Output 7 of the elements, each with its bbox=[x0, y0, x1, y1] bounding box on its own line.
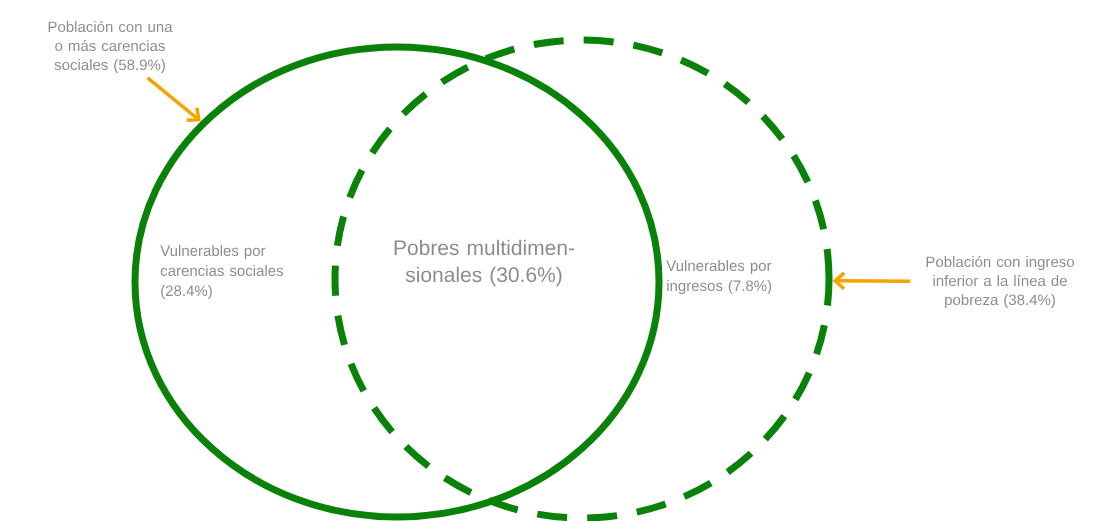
region-label: Vulnerables por carencias sociales (28.4%) bbox=[160, 245, 283, 299]
annotation-text: Población con ingreso inferior a la línea de pobreza (38.4%) bbox=[926, 255, 1074, 309]
arrow bbox=[832, 271, 911, 291]
annotation-text: Población con una o más carencias sociales (58.9%) bbox=[48, 20, 173, 74]
arrow bbox=[146, 76, 201, 122]
region-label: Pobres multidimen- sionales (30.6%) bbox=[394, 239, 575, 287]
region-label: Vulnerables por ingresos (7.8%) bbox=[666, 260, 772, 294]
